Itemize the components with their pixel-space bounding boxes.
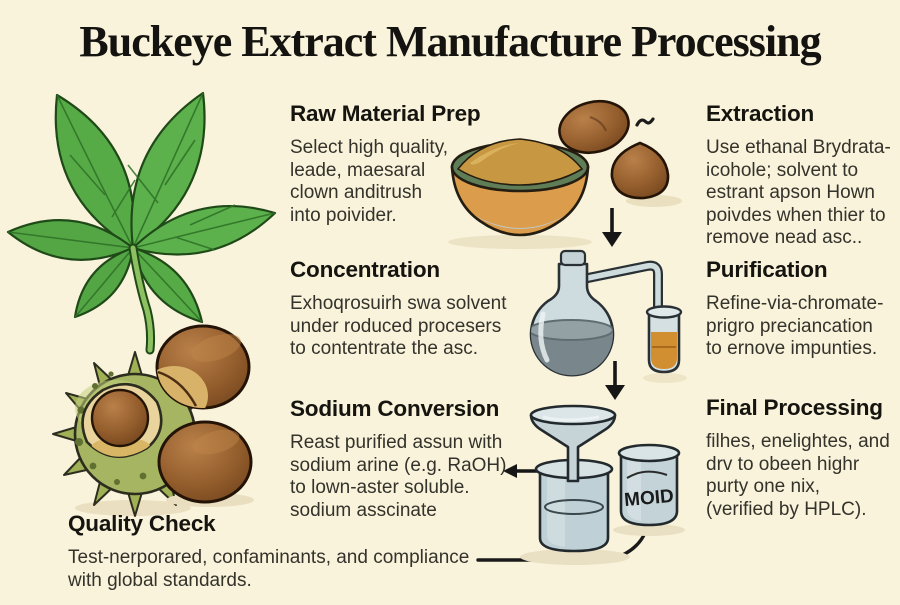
flask-stopper [559,249,587,267]
step-final-processing: Final Processing filhes, enelightes, and… [706,394,900,521]
step-line: prigro preciancation [706,315,873,337]
whole-nut-1 [558,100,630,154]
step-line: estrant apson Hown [706,182,875,204]
step-line: leade, maesaral [290,159,426,181]
step-heading: Final Processing [706,395,883,420]
step-line: sodium asscinate [290,499,437,521]
step-line: Test-nerporared, confaminants, and compl… [68,547,470,568]
step-line: to lown-aster soluble. [290,477,470,499]
beaker-liquid-line [544,499,604,515]
nut-in-husk [90,388,151,457]
funnel [529,414,617,483]
down-arrow-icon [602,208,622,247]
husk-dots [75,371,147,485]
step-line: with global standards. [68,569,252,591]
page-title: Buckeye Extract Manufacture Processing [79,17,821,66]
step-line: drv to obeen highr [706,453,860,475]
step-sodium-conversion: Sodium Conversion Reast purified assun w… [290,395,525,522]
step-extraction: Extraction Use ethanal Brydrata- icohole… [706,100,900,250]
whole-nut-2 [610,141,670,200]
step-line: Reast purified assun with [290,432,503,453]
buckeye-husk-illustration [52,351,218,517]
step-quality-check: Quality Check Test-nerporared, confamina… [68,510,538,592]
step-line: sodium arine (e.g. RaOH) [290,454,507,476]
beaker-label: MOID [623,486,674,511]
step-raw-material-prep: Raw Material Prep Select high quality, l… [290,100,515,227]
distillation-flask-illustration [529,249,687,383]
down-arrow-icon [605,361,625,400]
leaf-veins [7,92,276,323]
step-line: to contentrate the asc. [290,338,479,360]
step-purification: Purification Refine-via-chromate- prigro… [706,256,900,361]
bowl-shadow [448,235,592,249]
step-concentration: Concentration Exhoqrosuirh swa solvent u… [290,256,525,361]
buckeye-leaf-illustration [6,91,277,355]
filtration-illustration: MOID [503,404,685,565]
step-line: into poivider. [290,204,397,226]
step-heading: Concentration [290,257,440,282]
step-line: to ernove impunties. [706,338,878,360]
step-line: Exhoqrosuirh swa solvent [290,293,507,314]
step-heading: Purification [706,257,828,282]
step-line: Select high quality, [290,137,449,158]
powder-mound [456,138,584,186]
step-heading: Sodium Conversion [290,396,500,421]
step-line: under roduced procesers [290,315,502,337]
step-heading: Extraction [706,101,815,126]
powder-bowl-illustration [448,100,682,249]
step-line: (verified by HPLC). [706,498,867,520]
step-line: remove nead asc.. [706,227,863,249]
test-tube-liquid [651,332,677,369]
step-line: Refine-via-chromate- [706,293,884,314]
step-heading: Quality Check [68,511,216,536]
step-line: clown anditrush [290,182,423,204]
step-line: icohole; solvent to [706,159,859,181]
step-line: purty one nix, [706,476,821,498]
step-line: poivdes when thier to [706,204,886,226]
squiggle-mark [635,117,655,127]
step-line: filhes, enelightes, and [706,431,890,452]
buckeye-nuts-illustration [155,324,254,507]
step-line: Use ethanal Brydrata- [706,137,891,158]
flask-liquid [530,319,613,341]
step-heading: Raw Material Prep [290,101,481,126]
